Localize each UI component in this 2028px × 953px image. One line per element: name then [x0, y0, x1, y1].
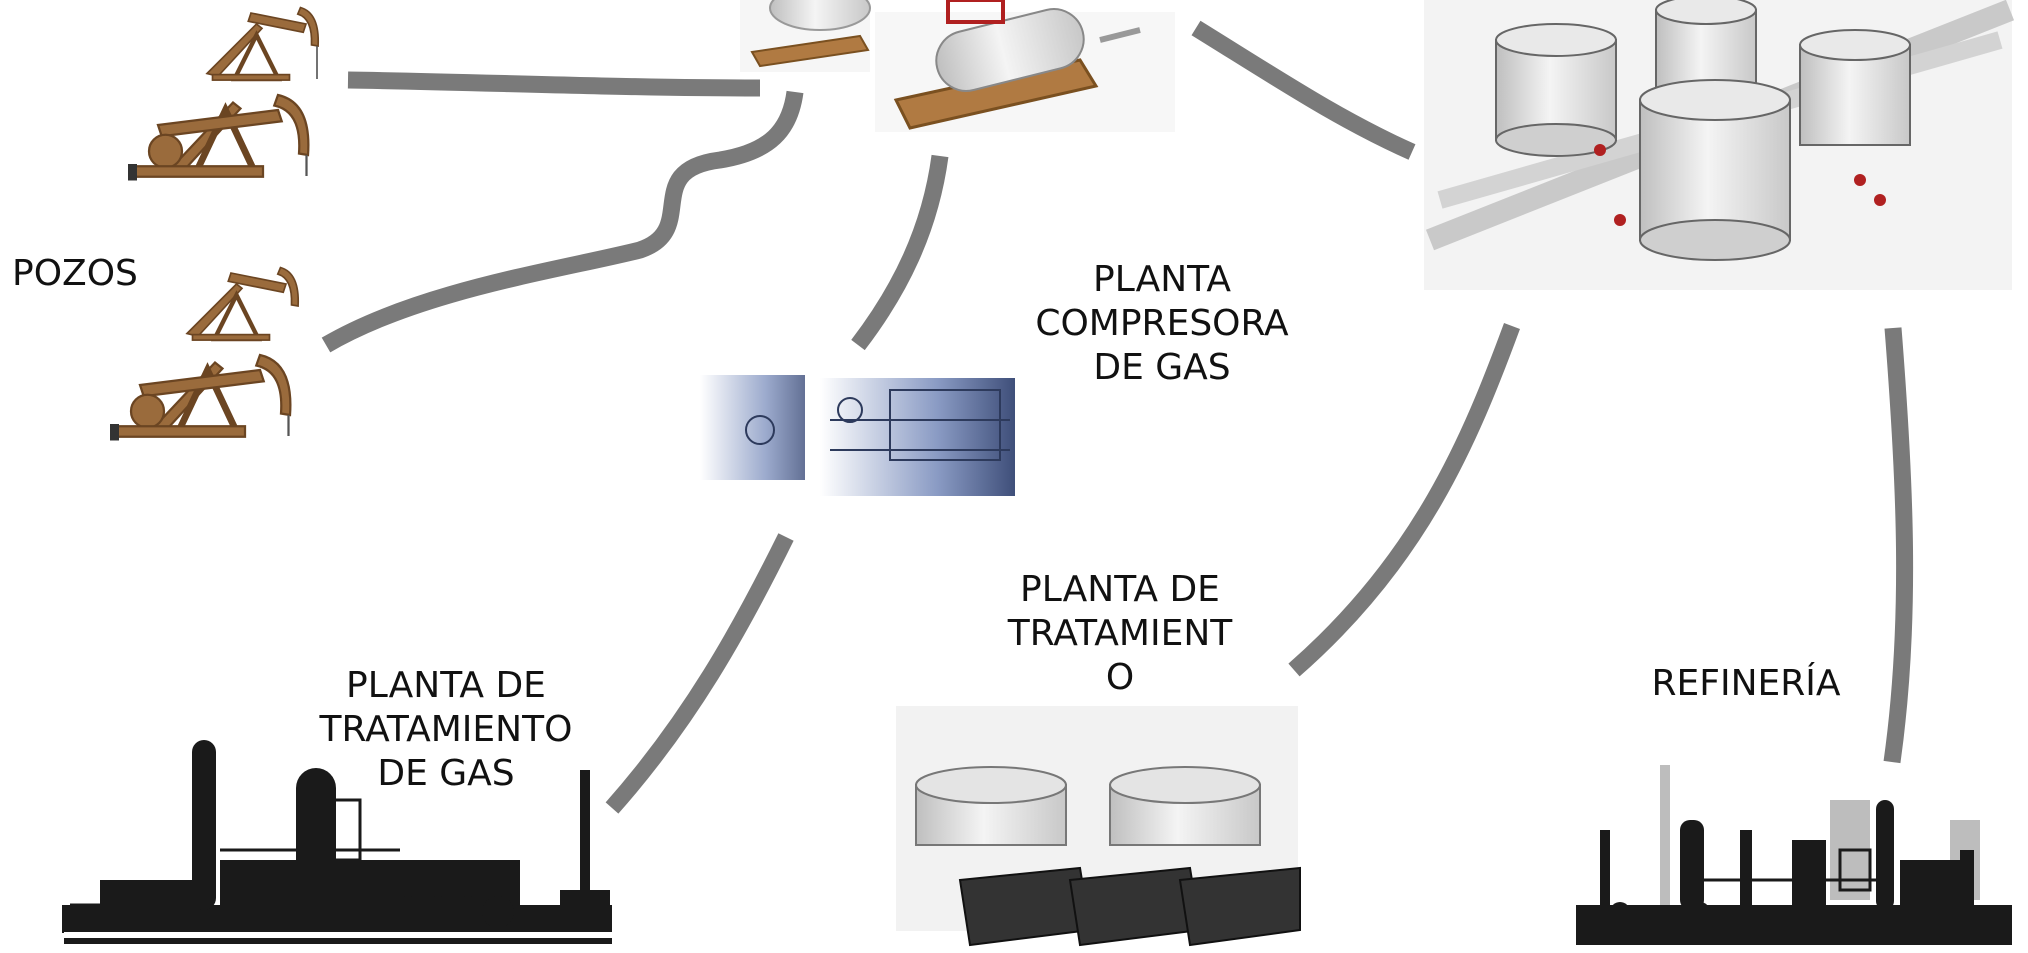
flow-pipes — [321, 20, 1914, 814]
label-line: PLANTA DE — [1020, 569, 1220, 610]
pipe-storage-to-refinery — [1883, 327, 1914, 764]
pumpjack-icon — [185, 266, 300, 342]
pipe-separator-to-storage — [1191, 20, 1416, 160]
label-line: DE GAS — [377, 753, 515, 794]
label-planta-tratamiento-gas: PLANTA DE TRATAMIENTO DE GAS — [306, 664, 586, 796]
label-line: COMPRESORA — [1035, 303, 1289, 344]
label-line: DE GAS — [1093, 347, 1231, 388]
label-planta-compresora: PLANTA COMPRESORA DE GAS — [1022, 258, 1302, 390]
pumpjack-icon — [128, 93, 310, 181]
pipe-compressor-to-gas-plant — [605, 533, 794, 814]
pumpjack-icon — [110, 353, 292, 441]
label-line: O — [1105, 657, 1135, 698]
refinery-silhouette-icon — [1576, 765, 2012, 945]
label-pozos: POZOS — [12, 253, 138, 294]
label-line: TRATAMIENTO — [319, 709, 573, 750]
pipe-wells-to-separator-bottom — [321, 90, 804, 353]
label-line: TRATAMIENT — [1007, 613, 1233, 654]
separator-skid-icon — [740, 0, 1175, 132]
pipe-wells-to-separator-top — [347, 71, 761, 97]
pumpjack-icon — [205, 6, 320, 82]
storage-tanks-icon — [1424, 0, 2015, 290]
label-line: PLANTA — [1093, 259, 1231, 300]
label-planta-tratamiento: PLANTA DE TRATAMIENT O — [990, 568, 1250, 700]
compressor-icon — [700, 370, 1015, 496]
treatment-tanks-icon — [896, 706, 1301, 947]
label-line: PLANTA DE — [346, 665, 546, 706]
gas-plant-silhouette-icon — [62, 740, 612, 944]
pipe-separator-to-compressor — [851, 154, 949, 351]
pipe-storage-to-treatment — [1288, 323, 1520, 677]
label-refineria: REFINERÍA — [1651, 663, 1841, 704]
